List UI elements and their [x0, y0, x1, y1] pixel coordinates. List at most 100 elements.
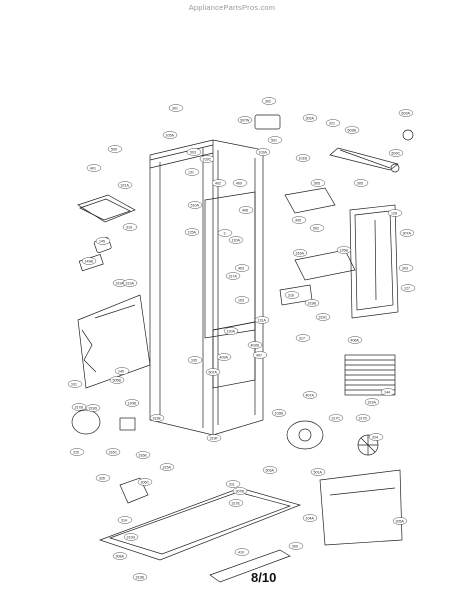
svg-text:307W: 307W [240, 119, 250, 123]
svg-text:128: 128 [391, 212, 397, 216]
svg-text:316E: 316E [139, 454, 148, 458]
svg-text:603C: 603C [392, 152, 401, 156]
callout-127: 127 [400, 284, 416, 292]
svg-text:305: 305 [357, 182, 363, 186]
svg-text:120B: 120B [128, 402, 137, 406]
callout-405: 405 [291, 216, 307, 224]
svg-text:319B: 319B [308, 302, 317, 306]
callout-409: 409 [232, 179, 248, 187]
svg-text:321: 321 [329, 122, 335, 126]
svg-text:316A: 316A [296, 252, 305, 256]
callout-308A: 308A [112, 552, 128, 560]
callout-319F: 319F [206, 434, 222, 442]
svg-text:104A: 104A [306, 517, 315, 521]
callout-140: 140 [114, 367, 130, 375]
callout-509: 509 [107, 145, 123, 153]
callout-317: 317 [295, 334, 311, 342]
part-callouts: 301 105A 302 307W 501 103A 603A 603B 302… [67, 97, 416, 581]
svg-text:502: 502 [313, 227, 319, 231]
callout-105A: 105A [162, 131, 178, 139]
callout-503: 503 [186, 148, 202, 156]
svg-text:409A: 409A [220, 356, 229, 360]
callout-324: 324 [368, 433, 384, 441]
callout-103: 103 [234, 296, 250, 304]
callout-313A: 313A [122, 279, 138, 287]
callout-313B: 313B [132, 573, 148, 581]
svg-text:316: 316 [288, 294, 294, 298]
svg-text:317D: 317D [359, 417, 368, 421]
callout-317A: 317A [225, 272, 241, 280]
svg-text:314: 314 [121, 519, 127, 523]
callout-101B: 101B [295, 154, 311, 162]
svg-text:3: 3 [224, 232, 226, 236]
svg-text:317A: 317A [229, 275, 238, 279]
callout-305: 305 [353, 179, 369, 187]
callout-501A: 501A [310, 468, 326, 476]
svg-text:603B: 603B [348, 129, 357, 133]
callout-307A: 307A [399, 229, 415, 237]
svg-text:507A: 507A [209, 371, 218, 375]
callout-409A: 409A [216, 353, 232, 361]
callout-402B: 402B [247, 341, 263, 349]
svg-text:406A: 406A [351, 339, 360, 343]
callout-317D: 317D [355, 414, 371, 422]
callout-505B: 505B [109, 376, 125, 384]
callout-103C: 103C [199, 155, 215, 163]
callout-319D: 319D [85, 404, 101, 412]
callout-128: 128 [387, 209, 403, 217]
callout-301: 301 [168, 104, 184, 112]
svg-text:402B: 402B [251, 344, 260, 348]
left-back-panel [77, 294, 151, 389]
callout-126B: 126B [336, 246, 352, 254]
callout-120A: 120A [228, 236, 244, 244]
callout-407: 407 [252, 351, 268, 359]
callout-306C: 306C [137, 478, 153, 486]
svg-text:406: 406 [242, 209, 248, 213]
callout-131A: 131A [254, 316, 270, 324]
svg-text:319C: 319C [319, 316, 328, 320]
callout-326: 326 [95, 474, 111, 482]
svg-text:317E: 317E [232, 502, 241, 506]
svg-text:317C: 317C [332, 417, 341, 421]
svg-text:303: 303 [402, 267, 408, 271]
callout-316A: 316A [292, 249, 308, 257]
svg-text:505: 505 [314, 182, 320, 186]
callout-317E: 317E [228, 499, 244, 507]
callout-105: 105 [187, 356, 203, 364]
callout-305A: 305A [392, 517, 408, 525]
svg-text:510A: 510A [191, 204, 200, 208]
callout-401: 401 [86, 164, 102, 172]
svg-text:319D: 319D [89, 407, 98, 411]
callout-316C: 316C [105, 448, 121, 456]
svg-text:131: 131 [188, 171, 194, 175]
svg-text:311: 311 [229, 483, 235, 487]
svg-text:603A: 603A [402, 112, 411, 116]
callout-104A: 104A [302, 514, 318, 522]
callout-502: 502 [309, 224, 325, 232]
callout-407A: 407A [302, 391, 318, 399]
base-pan [98, 477, 302, 583]
site-watermark: AppliancePartsPros.com [188, 3, 276, 12]
callout-603C: 603C [388, 149, 404, 157]
callout-319C: 319C [315, 313, 331, 321]
callout-317C: 317C [328, 414, 344, 422]
svg-text:315A: 315A [163, 466, 172, 470]
callout-314: 314 [117, 516, 133, 524]
callout-323A: 323A [364, 398, 380, 406]
right-door-liner [349, 204, 399, 319]
svg-text:402: 402 [215, 182, 221, 186]
svg-text:409: 409 [236, 182, 242, 186]
callout-321: 321 [325, 119, 341, 127]
svg-text:144: 144 [384, 391, 390, 395]
callout-103A: 103A [255, 148, 271, 156]
callout-307B: 307B [232, 487, 248, 495]
svg-text:140: 140 [118, 370, 124, 374]
svg-text:307B: 307B [236, 490, 245, 494]
callout-507A: 507A [205, 368, 221, 376]
svg-text:509: 509 [111, 148, 117, 152]
svg-text:501: 501 [271, 139, 277, 143]
callout-316E: 316E [135, 451, 151, 459]
callout-603B: 603B [344, 126, 360, 134]
svg-text:321A: 321A [121, 184, 130, 188]
